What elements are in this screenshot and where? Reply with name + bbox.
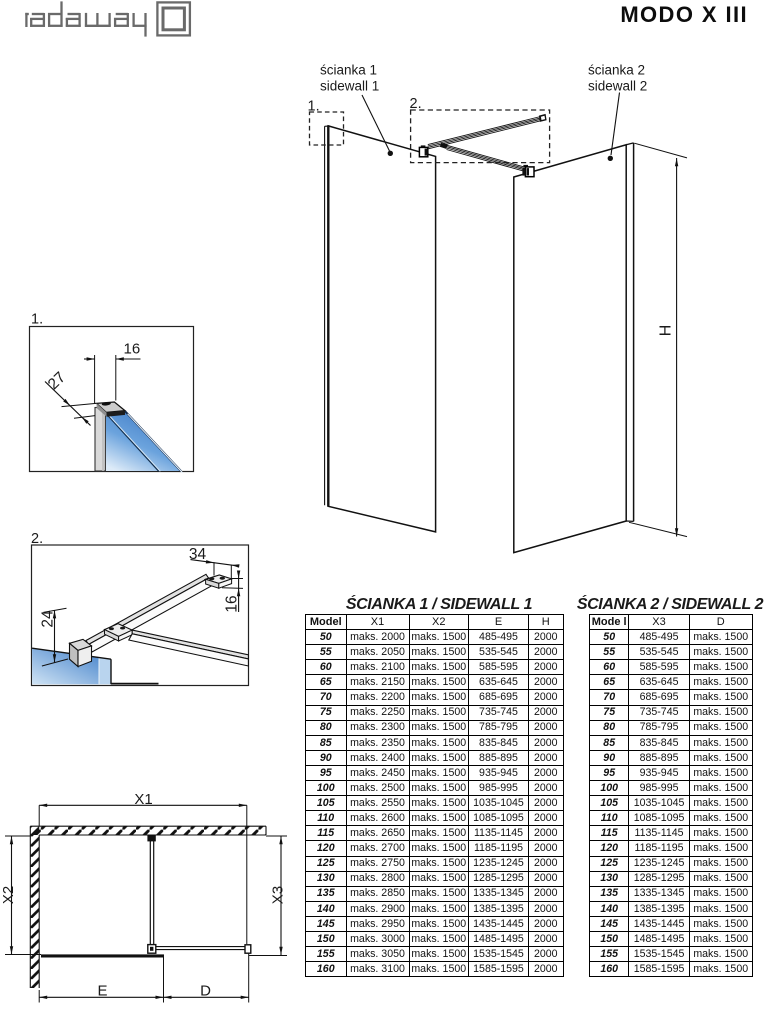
svg-text:E: E xyxy=(97,982,107,999)
svg-text:sidewall 2: sidewall 2 xyxy=(588,79,647,94)
svg-text:27: 27 xyxy=(45,369,69,393)
svg-text:X2: X2 xyxy=(0,886,17,904)
svg-text:16: 16 xyxy=(224,595,241,612)
svg-text:1.: 1. xyxy=(308,99,320,115)
svg-text:1.: 1. xyxy=(31,312,43,328)
svg-text:H: H xyxy=(658,325,675,337)
svg-text:16: 16 xyxy=(124,341,141,358)
svg-text:sidewall 1: sidewall 1 xyxy=(320,79,379,94)
svg-text:34: 34 xyxy=(189,546,207,563)
svg-text:24: 24 xyxy=(40,610,57,628)
svg-text:2.: 2. xyxy=(410,96,422,112)
svg-text:ścianka 1: ścianka 1 xyxy=(320,63,377,78)
svg-text:D: D xyxy=(200,982,211,999)
svg-text:X1: X1 xyxy=(134,791,152,808)
svg-text:ścianka 2: ścianka 2 xyxy=(588,63,645,78)
svg-text:2.: 2. xyxy=(31,531,43,547)
svg-text:X3: X3 xyxy=(270,886,287,904)
